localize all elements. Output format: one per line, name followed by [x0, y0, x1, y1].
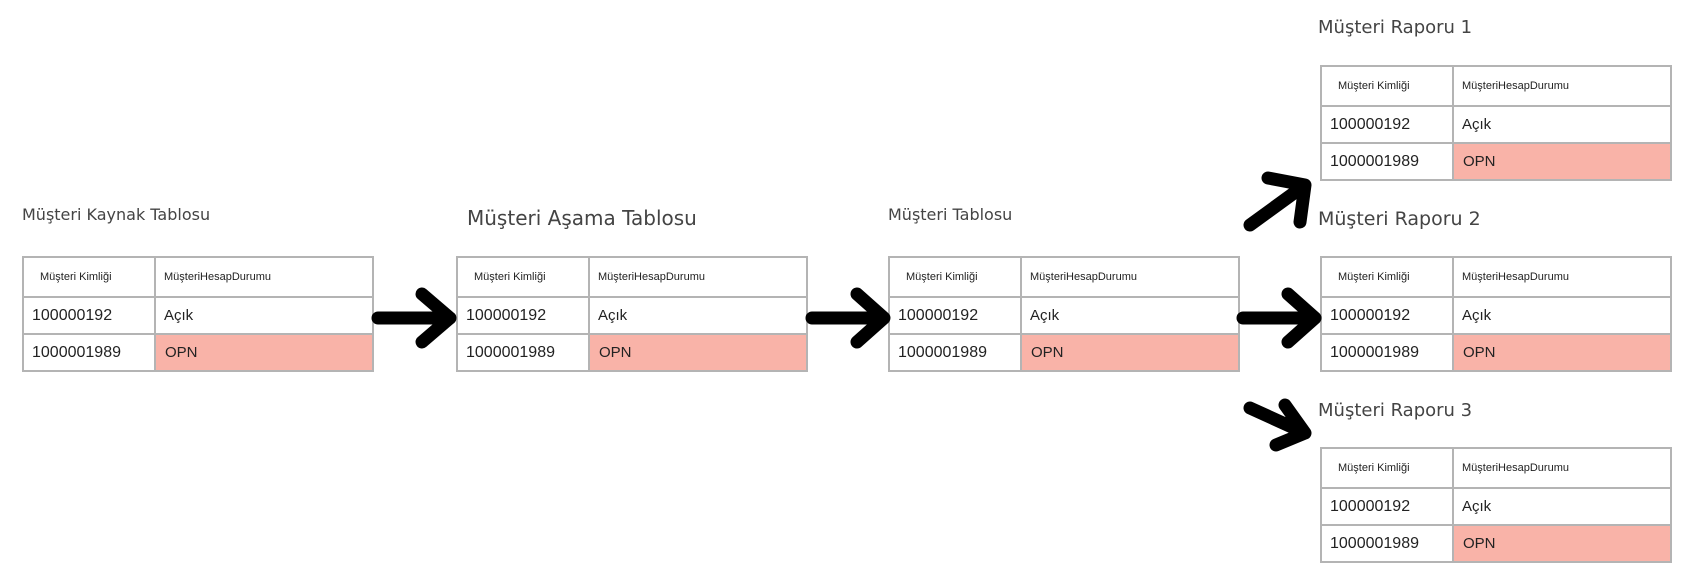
table-row: 100000192 Açık [1320, 296, 1672, 335]
cell-account-status: Açık [1452, 296, 1672, 335]
column-header-account-status: MüşteriHesapDurumu [1452, 65, 1672, 107]
table-header-row: Müşteri Kimliği MüşteriHesapDurumu [456, 256, 808, 298]
cell-customer-id: 1000001989 [456, 333, 590, 372]
cell-account-status-flagged: OPN [1452, 142, 1672, 181]
report-2-title: Müşteri Raporu 2 [1318, 208, 1481, 230]
cell-account-status-flagged: OPN [154, 333, 374, 372]
column-header-customer-id: Müşteri Kimliği [1320, 447, 1454, 489]
cell-account-status-flagged: OPN [1452, 524, 1672, 563]
column-header-customer-id: Müşteri Kimliği [1320, 65, 1454, 107]
arrow-right-icon [371, 287, 457, 349]
report-2-table: Müşteri Kimliği MüşteriHesapDurumu 10000… [1320, 256, 1672, 372]
cell-customer-id: 1000001989 [1320, 333, 1454, 372]
table-header-row: Müşteri Kimliği MüşteriHesapDurumu [888, 256, 1240, 298]
cell-customer-id: 100000192 [888, 296, 1022, 335]
cell-customer-id: 100000192 [456, 296, 590, 335]
cell-account-status: Açık [1452, 487, 1672, 526]
cell-customer-id: 100000192 [1320, 296, 1454, 335]
cell-account-status: Açık [1020, 296, 1240, 335]
column-header-customer-id: Müşteri Kimliği [888, 256, 1022, 298]
cell-customer-id: 100000192 [1320, 105, 1454, 144]
column-header-customer-id: Müşteri Kimliği [456, 256, 590, 298]
cell-customer-id: 1000001989 [1320, 142, 1454, 181]
customer-table-title: Müşteri Tablosu [888, 205, 1013, 224]
table-row: 100000192 Açık [456, 296, 808, 335]
table-row: 1000001989 OPN [22, 333, 374, 372]
cell-account-status: Açık [1452, 105, 1672, 144]
table-row: 100000192 Açık [22, 296, 374, 335]
arrow-right-icon [1236, 287, 1322, 349]
table-row: 1000001989 OPN [1320, 142, 1672, 181]
table-header-row: Müşteri Kimliği MüşteriHesapDurumu [1320, 447, 1672, 489]
arrow-right-icon [805, 287, 891, 349]
cell-customer-id: 1000001989 [1320, 524, 1454, 563]
column-header-account-status: MüşteriHesapDurumu [154, 256, 374, 298]
report-1-title: Müşteri Raporu 1 [1318, 17, 1473, 38]
column-header-account-status: MüşteriHesapDurumu [1452, 256, 1672, 298]
source-table: Müşteri Kimliği MüşteriHesapDurumu 10000… [22, 256, 374, 372]
column-header-account-status: MüşteriHesapDurumu [1020, 256, 1240, 298]
table-row: 100000192 Açık [1320, 487, 1672, 526]
column-header-account-status: MüşteriHesapDurumu [588, 256, 808, 298]
source-table-title: Müşteri Kaynak Tablosu [22, 205, 211, 224]
cell-account-status-flagged: OPN [1452, 333, 1672, 372]
column-header-customer-id: Müşteri Kimliği [1320, 256, 1454, 298]
table-row: 100000192 Açık [888, 296, 1240, 335]
table-header-row: Müşteri Kimliği MüşteriHesapDurumu [1320, 65, 1672, 107]
table-row: 1000001989 OPN [888, 333, 1240, 372]
table-row: 1000001989 OPN [1320, 524, 1672, 563]
table-header-row: Müşteri Kimliği MüşteriHesapDurumu [1320, 256, 1672, 298]
cell-account-status: Açık [154, 296, 374, 335]
report-3-title: Müşteri Raporu 3 [1318, 400, 1473, 421]
staging-table-title: Müşteri Aşama Tablosu [467, 206, 697, 230]
cell-account-status: Açık [588, 296, 808, 335]
column-header-account-status: MüşteriHesapDurumu [1452, 447, 1672, 489]
arrow-up-right-icon [1243, 171, 1312, 232]
cell-account-status-flagged: OPN [1020, 333, 1240, 372]
report-3-table: Müşteri Kimliği MüşteriHesapDurumu 10000… [1320, 447, 1672, 563]
cell-account-status-flagged: OPN [588, 333, 808, 372]
customer-table: Müşteri Kimliği MüşteriHesapDurumu 10000… [888, 256, 1240, 372]
arrow-down-right-icon [1243, 398, 1312, 452]
cell-customer-id: 1000001989 [888, 333, 1022, 372]
cell-customer-id: 100000192 [1320, 487, 1454, 526]
table-row: 100000192 Açık [1320, 105, 1672, 144]
report-1-table: Müşteri Kimliği MüşteriHesapDurumu 10000… [1320, 65, 1672, 181]
column-header-customer-id: Müşteri Kimliği [22, 256, 156, 298]
table-row: 1000001989 OPN [1320, 333, 1672, 372]
cell-customer-id: 1000001989 [22, 333, 156, 372]
table-row: 1000001989 OPN [456, 333, 808, 372]
table-header-row: Müşteri Kimliği MüşteriHesapDurumu [22, 256, 374, 298]
cell-customer-id: 100000192 [22, 296, 156, 335]
staging-table: Müşteri Kimliği MüşteriHesapDurumu 10000… [456, 256, 808, 372]
